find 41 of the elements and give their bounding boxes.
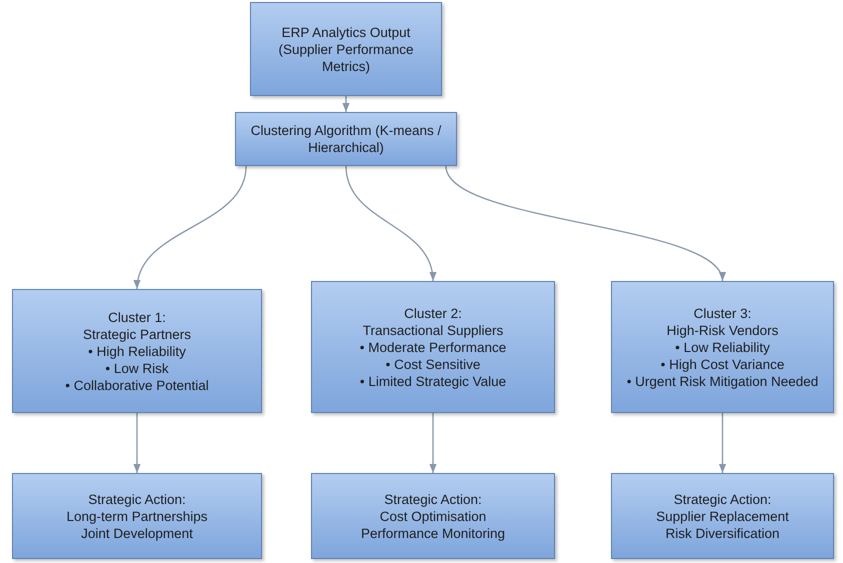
arrow — [345, 166, 436, 282]
process-box — [311, 281, 555, 413]
process-box — [311, 473, 555, 559]
box-text: Cluster 3: — [694, 304, 752, 322]
box-text: Joint Development — [81, 524, 193, 542]
arrow — [133, 413, 141, 473]
box-text: • High Cost Variance — [660, 356, 784, 372]
box-text: Long-term Partnerships — [66, 508, 208, 524]
arrow — [134, 166, 247, 290]
arrow — [342, 96, 350, 112]
box-text: • Collaborative Potential — [65, 376, 209, 394]
box-text: ERP Analytics Output (Supplier Performance Metrics) — [277, 24, 415, 74]
box-text: • Cost Sensitive — [386, 356, 480, 372]
process-box — [235, 112, 457, 166]
box-text: • Limited Strategic Value — [360, 372, 506, 390]
box-text: Strategic Action: — [674, 490, 772, 508]
arrow — [429, 413, 437, 473]
box-text: • Low Risk — [105, 360, 169, 376]
box-text: Strategic Partners — [82, 326, 192, 342]
box-text: • Low Reliability — [675, 338, 770, 356]
box-text: Strategic Action: — [384, 490, 482, 508]
box-text: Clustering Algorithm (K-means / Hierarchical) — [250, 122, 442, 156]
box-text: Risk Diversification — [665, 524, 780, 542]
box-text: Performance Monitoring — [360, 524, 506, 542]
box-text: Supplier Replacement — [656, 508, 789, 524]
box-text: Transactional Suppliers — [362, 322, 504, 338]
box-text: • Moderate Performance — [360, 338, 506, 356]
box-text: • High Reliability — [88, 342, 186, 360]
box-text: Strategic Action: — [88, 490, 186, 508]
process-box — [250, 2, 442, 96]
box-text: Cost Optimisation — [380, 508, 486, 524]
box-text: Cluster 1: — [108, 308, 166, 326]
arrow — [718, 413, 726, 473]
arrow — [445, 166, 724, 282]
process-box — [611, 281, 834, 413]
process-box — [611, 473, 834, 559]
box-text: High-Risk Vendors — [666, 322, 778, 338]
process-box — [12, 289, 262, 413]
process-box — [12, 473, 262, 559]
box-text: Cluster 2: — [404, 304, 462, 322]
box-text: • Urgent Risk Mitigation Needed — [626, 372, 818, 390]
